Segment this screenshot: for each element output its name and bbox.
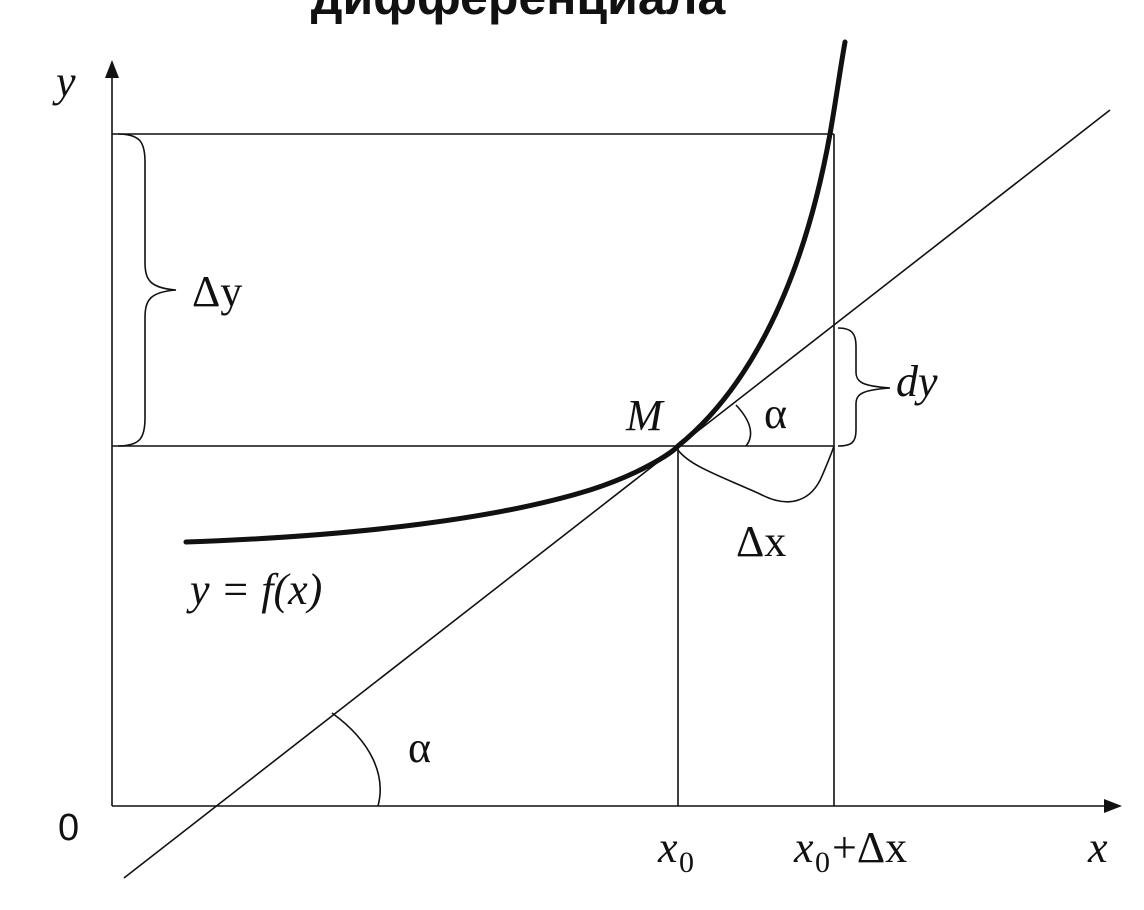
tangent-line <box>123 109 1111 879</box>
x0-subscript: 0 <box>679 846 694 879</box>
alpha-bottom-label: α <box>408 723 431 772</box>
delta-x-brace <box>677 445 835 503</box>
function-label: y = f(x) <box>186 565 322 614</box>
x0dx-main: x <box>793 823 814 872</box>
diagram-title: дифференциала <box>311 0 727 25</box>
x0dx-subscript: 0 <box>815 846 830 879</box>
dy-brace-shape <box>837 327 891 447</box>
point-m-label: M <box>625 391 665 440</box>
delta-y-brace-shape <box>117 133 177 447</box>
origin-label: 0 <box>58 807 79 849</box>
x-axis-label: x <box>1087 823 1108 872</box>
x0-plus-dx-tick-label: x 0 +Δx <box>793 823 907 879</box>
y-axis-arrowhead <box>105 60 119 78</box>
y-axis-label: y <box>52 57 76 106</box>
delta-x-label: Δx <box>736 517 786 566</box>
alpha-top-label: α <box>764 389 787 438</box>
x0-tick-label: x 0 <box>657 823 694 879</box>
angle-arc-top <box>735 404 752 447</box>
x0dx-rest: +Δx <box>832 823 907 872</box>
angle-arc-bottom <box>331 712 381 807</box>
function-curve <box>183 39 848 545</box>
x-axis-arrowhead <box>1104 799 1122 813</box>
delta-y-brace <box>117 133 177 447</box>
construction-lines <box>112 133 835 806</box>
delta-y-label: Δy <box>192 267 242 316</box>
dy-brace <box>837 327 891 447</box>
dy-label: dy <box>896 357 938 406</box>
x0-main: x <box>657 823 678 872</box>
axes <box>105 60 1122 813</box>
